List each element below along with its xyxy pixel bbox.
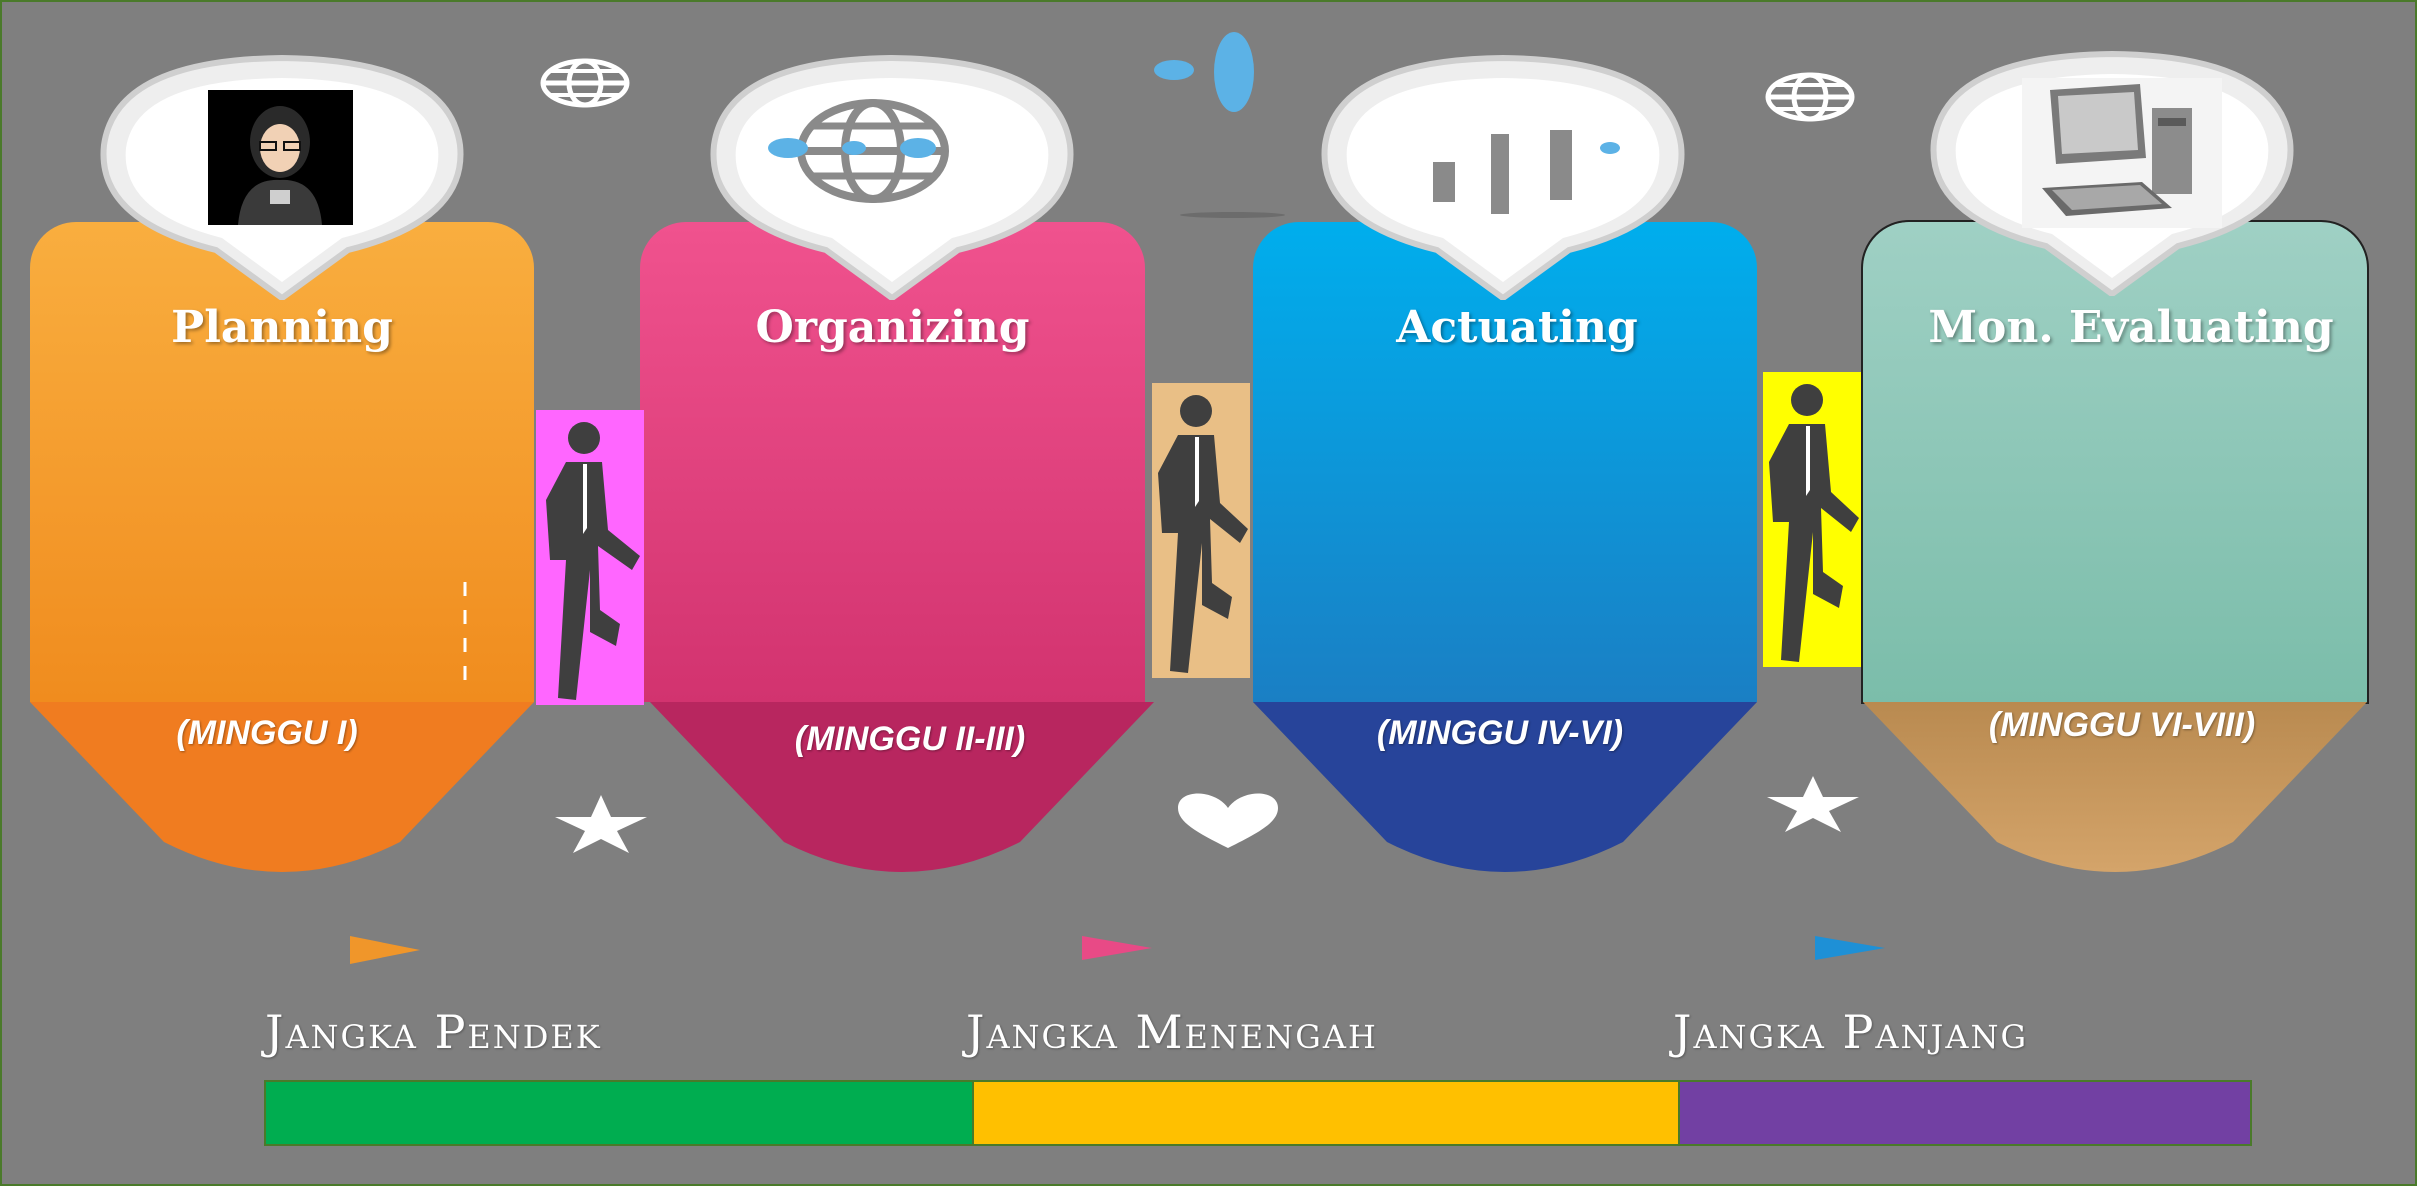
walking-person-icon xyxy=(1769,384,1859,662)
connector-2 xyxy=(1152,383,1250,678)
connector-1 xyxy=(536,410,644,705)
timeline-label-medium: Jangka Menengah xyxy=(966,1005,1378,1059)
star-icon xyxy=(1767,776,1859,832)
timeline-bar-short xyxy=(264,1080,974,1146)
stage-card-organizing: Organizing xyxy=(640,222,1145,702)
funnel-evaluating xyxy=(1863,702,2367,872)
week-label: (MINGGU I) xyxy=(176,714,358,752)
timeline-bar-medium xyxy=(972,1080,1680,1146)
timeline-label-short: Jangka Pendek xyxy=(265,1005,602,1059)
heart-icon xyxy=(1178,793,1278,848)
walking-person-icon xyxy=(1158,395,1248,673)
flag-orange-icon xyxy=(350,936,420,964)
globe-icon xyxy=(540,58,630,108)
timeline-bar-long xyxy=(1678,1080,2252,1146)
stage-title: Organizing xyxy=(755,302,1030,353)
stage-card-evaluating: Mon. Evaluating xyxy=(1861,220,2369,704)
flag-blue-icon xyxy=(1815,936,1885,960)
funnel-organizing xyxy=(650,702,1154,872)
stage-title: Planning xyxy=(171,302,393,353)
stage-card-planning: Planning xyxy=(30,222,534,702)
computer-icon xyxy=(2022,78,2222,228)
shadow-line xyxy=(1180,212,1285,218)
dashed-line xyxy=(463,582,467,682)
connector-3 xyxy=(1763,372,1861,667)
stage-title: Mon. Evaluating xyxy=(1928,302,2334,353)
funnel-actuating xyxy=(1253,702,1757,872)
person-portrait-icon xyxy=(208,90,353,225)
week-label: (MINGGU VI-VIII) xyxy=(1988,706,2256,744)
blue-drops-icon xyxy=(1154,32,1254,112)
globe-icon xyxy=(768,99,949,203)
star-icon xyxy=(555,795,647,853)
week-label: (MINGGU II-III) xyxy=(794,720,1026,758)
stage-card-actuating: Actuating xyxy=(1253,222,1757,702)
bar-chart-icon xyxy=(1433,130,1620,214)
walking-person-icon xyxy=(546,422,640,700)
funnel-planning xyxy=(30,702,534,872)
week-label: (MINGGU IV-VI) xyxy=(1376,714,1624,752)
stage-title: Actuating xyxy=(1396,302,1638,353)
flag-pink-icon xyxy=(1082,936,1152,960)
globe-icon xyxy=(1765,72,1855,122)
timeline-label-long: Jangka Panjang xyxy=(1673,1005,2029,1059)
